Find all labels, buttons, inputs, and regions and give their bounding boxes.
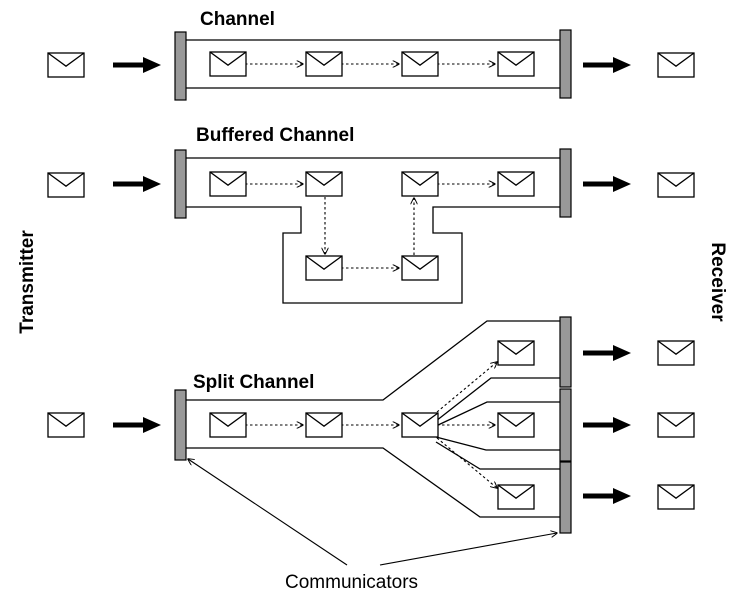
receiver-communicator-bar-bottom bbox=[559, 461, 572, 534]
envelope-icon bbox=[401, 412, 439, 438]
envelope-icon bbox=[497, 171, 535, 197]
thick-arrow-right-icon bbox=[583, 176, 631, 192]
thick-arrow-right-icon bbox=[113, 57, 161, 73]
envelope-icon bbox=[497, 51, 535, 77]
channel-section: Channel bbox=[174, 9, 572, 101]
thick-arrow-right-icon bbox=[583, 488, 631, 504]
receiver-label: Receiver bbox=[707, 242, 728, 322]
send-arrows bbox=[113, 57, 631, 504]
envelope-icon bbox=[305, 51, 343, 77]
envelope-icon bbox=[657, 172, 695, 198]
envelope-icon bbox=[497, 340, 535, 366]
channel-pipe bbox=[186, 39, 560, 89]
messages bbox=[47, 51, 695, 510]
thick-arrow-right-icon bbox=[113, 176, 161, 192]
envelope-icon bbox=[401, 51, 439, 77]
envelope-icon bbox=[401, 171, 439, 197]
transmitter-communicator-bar bbox=[174, 389, 187, 461]
envelope-icon bbox=[497, 412, 535, 438]
envelope-icon bbox=[209, 412, 247, 438]
envelope-icon bbox=[305, 171, 343, 197]
message-flow-arrows bbox=[245, 362, 497, 488]
communicators-pointers bbox=[188, 459, 557, 566]
transmitter-communicator-bar bbox=[174, 149, 187, 219]
thick-arrow-right-icon bbox=[583, 57, 631, 73]
thick-arrow-right-icon bbox=[583, 345, 631, 361]
split-channel-section: Split Channel bbox=[174, 316, 572, 534]
envelope-icon bbox=[497, 484, 535, 510]
envelope-icon bbox=[209, 51, 247, 77]
channel-title: Channel bbox=[200, 9, 275, 30]
receiver-communicator-bar-middle bbox=[559, 388, 572, 462]
envelope-icon bbox=[657, 52, 695, 78]
split-channel-title: Split Channel bbox=[193, 372, 314, 393]
envelope-icon bbox=[657, 484, 695, 510]
thick-arrow-right-icon bbox=[583, 417, 631, 433]
receiver-communicator-bar bbox=[559, 29, 572, 99]
envelope-icon bbox=[657, 340, 695, 366]
envelope-icon bbox=[47, 172, 85, 198]
envelope-icon bbox=[305, 255, 343, 281]
buffered-channel-title: Buffered Channel bbox=[196, 125, 354, 146]
buffered-channel-section: Buffered Channel bbox=[174, 125, 572, 304]
envelope-icon bbox=[401, 255, 439, 281]
message-flow-arrows bbox=[245, 184, 495, 268]
envelope-icon bbox=[209, 171, 247, 197]
buffered-channel-pipe bbox=[186, 157, 560, 304]
envelope-icon bbox=[47, 52, 85, 78]
thick-arrow-right-icon bbox=[113, 417, 161, 433]
receiver-communicator-bar bbox=[559, 148, 572, 218]
transmitter-communicator-bar bbox=[174, 31, 187, 101]
envelope-icon bbox=[305, 412, 343, 438]
envelope-icon bbox=[47, 412, 85, 438]
split-channel-pipe bbox=[186, 320, 560, 518]
communicators-label: Communicators bbox=[285, 572, 418, 593]
receiver-communicator-bar-top bbox=[559, 316, 572, 388]
envelope-icon bbox=[657, 412, 695, 438]
transmitter-label: Transmitter bbox=[17, 230, 38, 334]
